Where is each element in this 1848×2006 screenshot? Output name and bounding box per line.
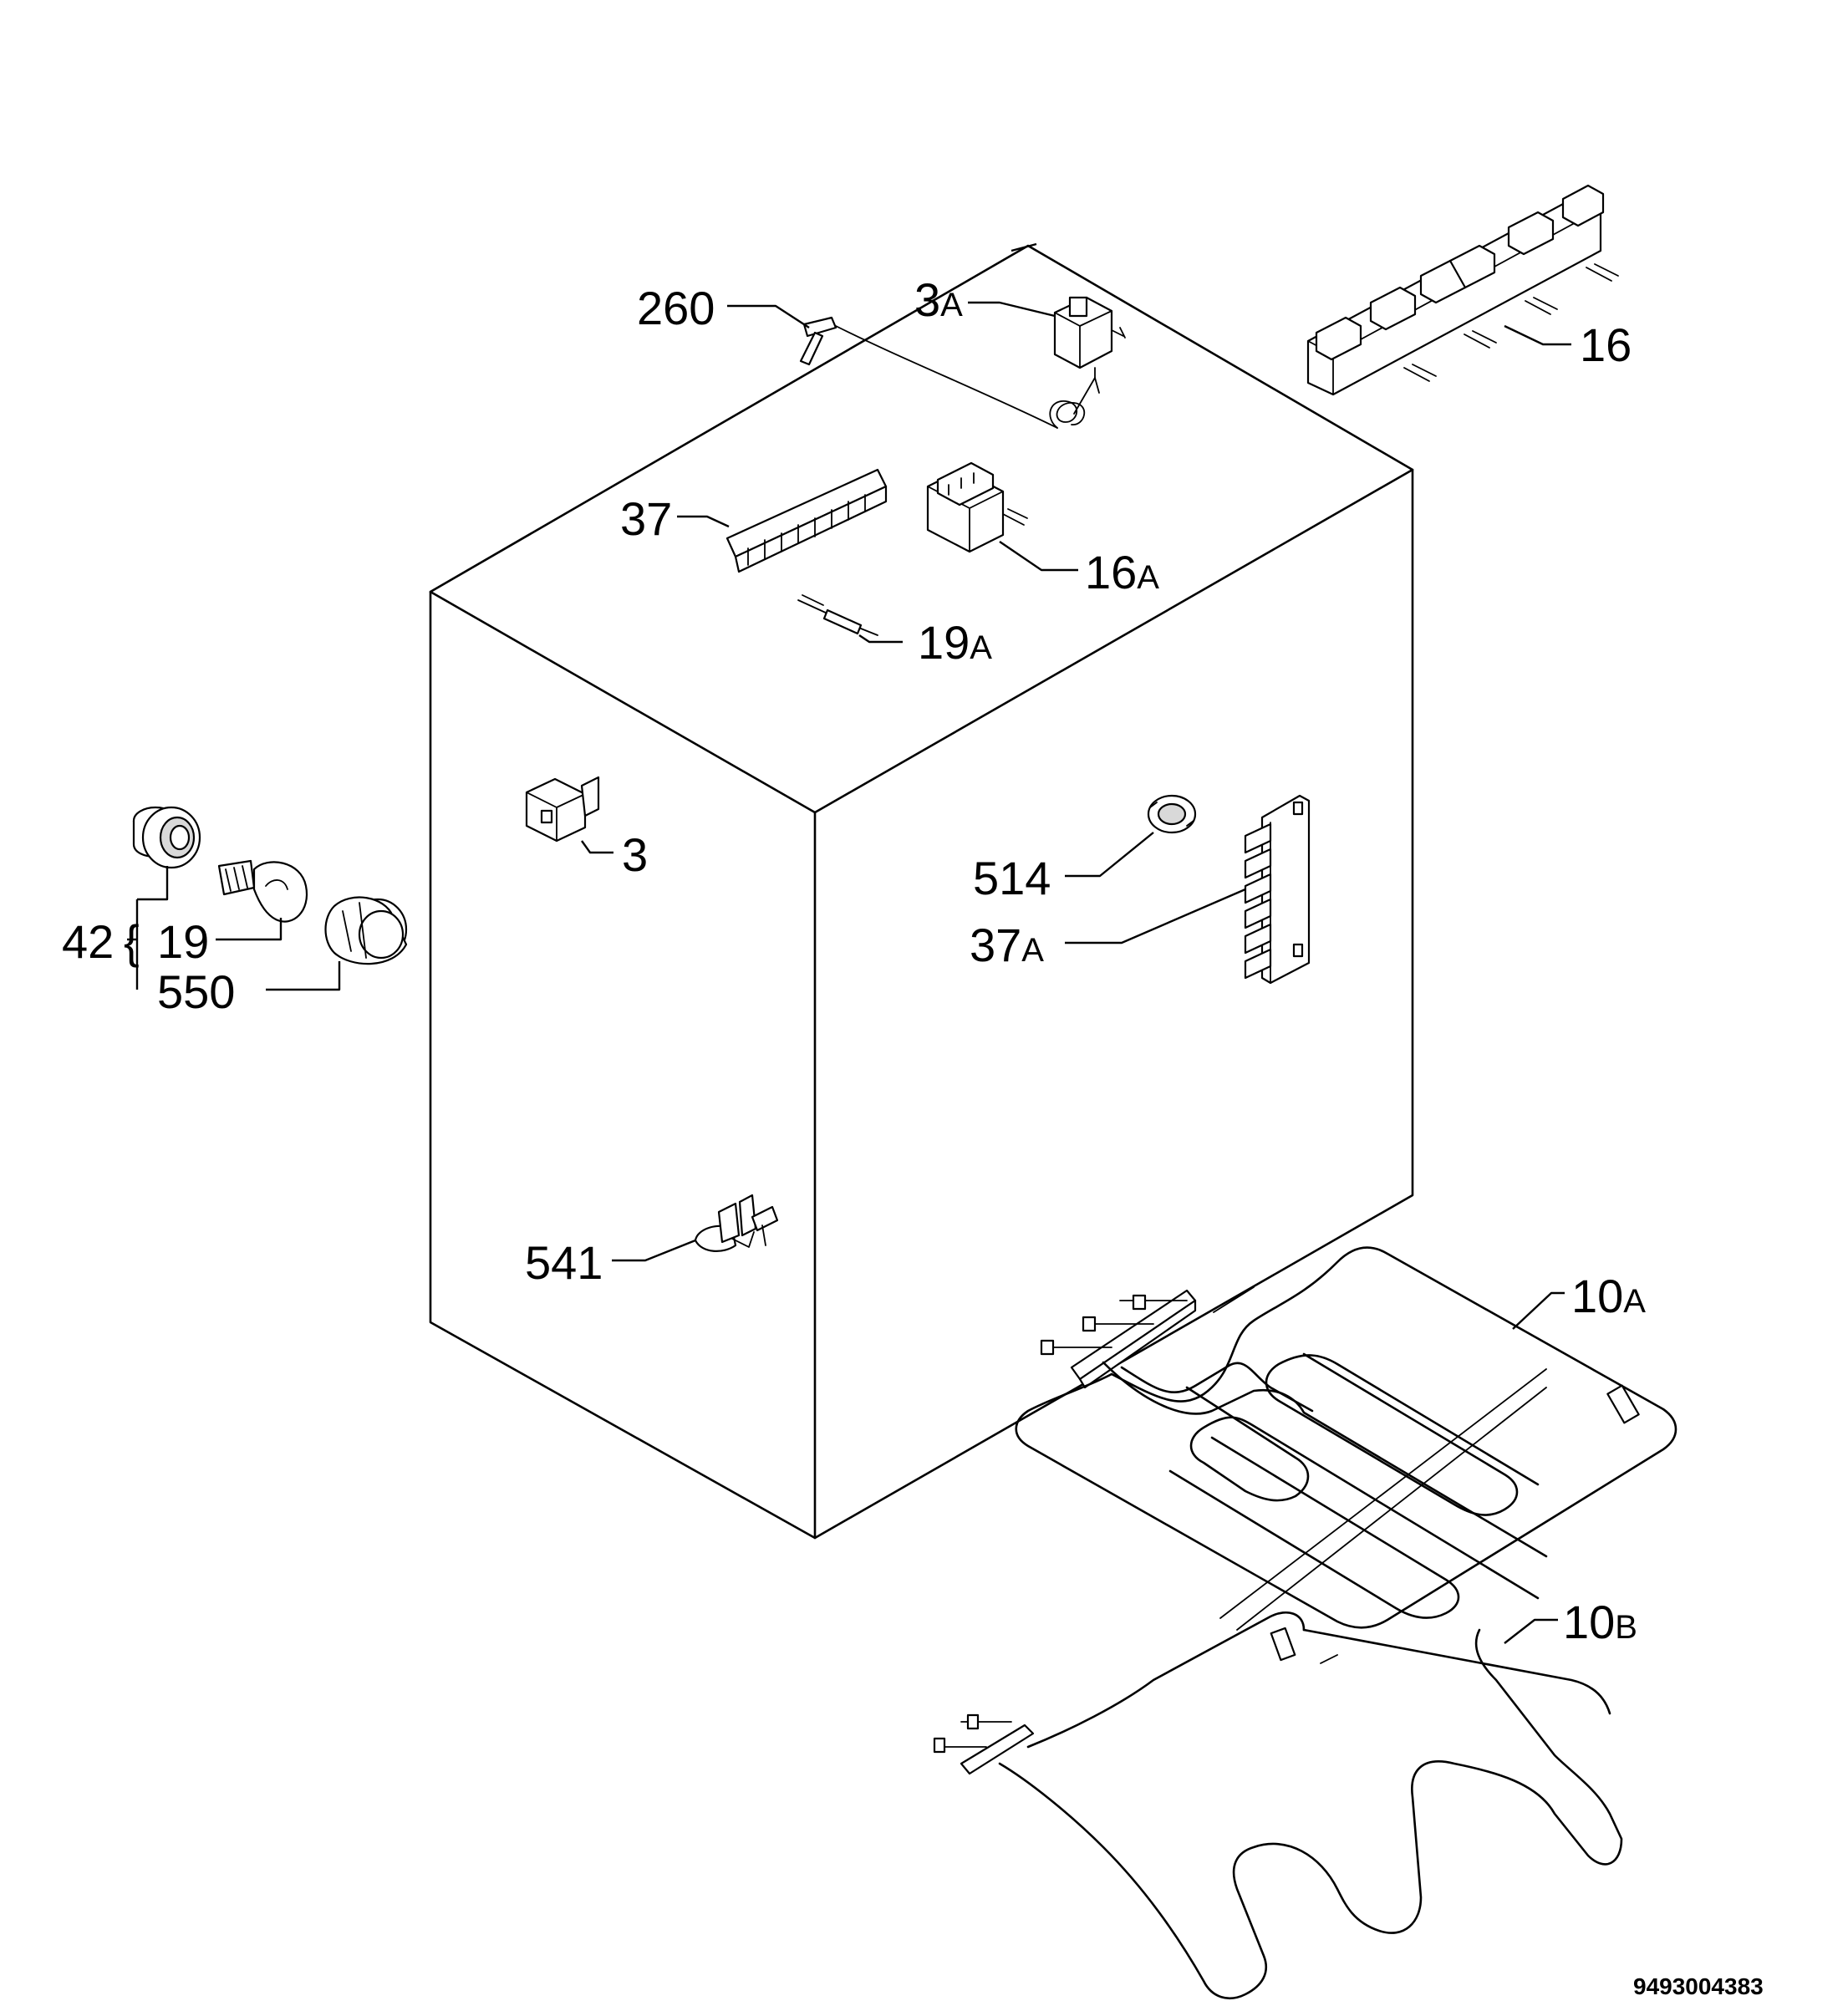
part-19-lamp-bulb [217,859,308,923]
label-10a: 10A [1571,1270,1646,1322]
label-16a: 16A [1085,546,1159,598]
oven-cabinet [429,244,1414,1540]
label-550: 550 [157,965,235,1018]
part-3a-thermostat [1053,296,1126,379]
label-19: 19 [157,915,209,968]
part-541-retaining-clip [694,1194,779,1252]
label-514: 514 [973,852,1051,904]
leader-lines [127,242,1571,1644]
part-37a-terminal-strip [1244,794,1311,985]
part-550-lamp-cover [324,896,408,965]
label-37: 37 [620,492,672,545]
part-10a-grill-element [1015,1246,1677,1631]
part-3-door-switch [525,776,600,843]
part-260-sensor-probe [799,316,1100,429]
document-number: 9493004383 [1633,1973,1764,1999]
label-3a: 3A [914,273,963,326]
label-10b: 10B [1563,1596,1637,1648]
label-3: 3 [622,828,648,881]
brace-42-group: { [124,915,140,968]
part-19a-thermal-fuse [797,594,878,636]
label-42: 42 [62,915,114,968]
part-37-terminal-block [725,468,888,573]
part-labels: 260 3A 16 37 16A 19A 3 514 37A 42 19 550… [62,273,1764,1999]
part-16a-function-switch [926,461,1028,553]
label-541: 541 [525,1236,603,1289]
part-10b-bottom-element [933,1611,1623,2000]
part-42-lamp-holder [132,806,201,869]
part-514-grommet [1147,794,1197,834]
label-16: 16 [1580,318,1632,371]
label-37a: 37A [970,919,1044,971]
part-16-selector-switch-bank [1306,184,1619,396]
label-260: 260 [637,282,715,334]
label-19a: 19A [918,616,992,669]
